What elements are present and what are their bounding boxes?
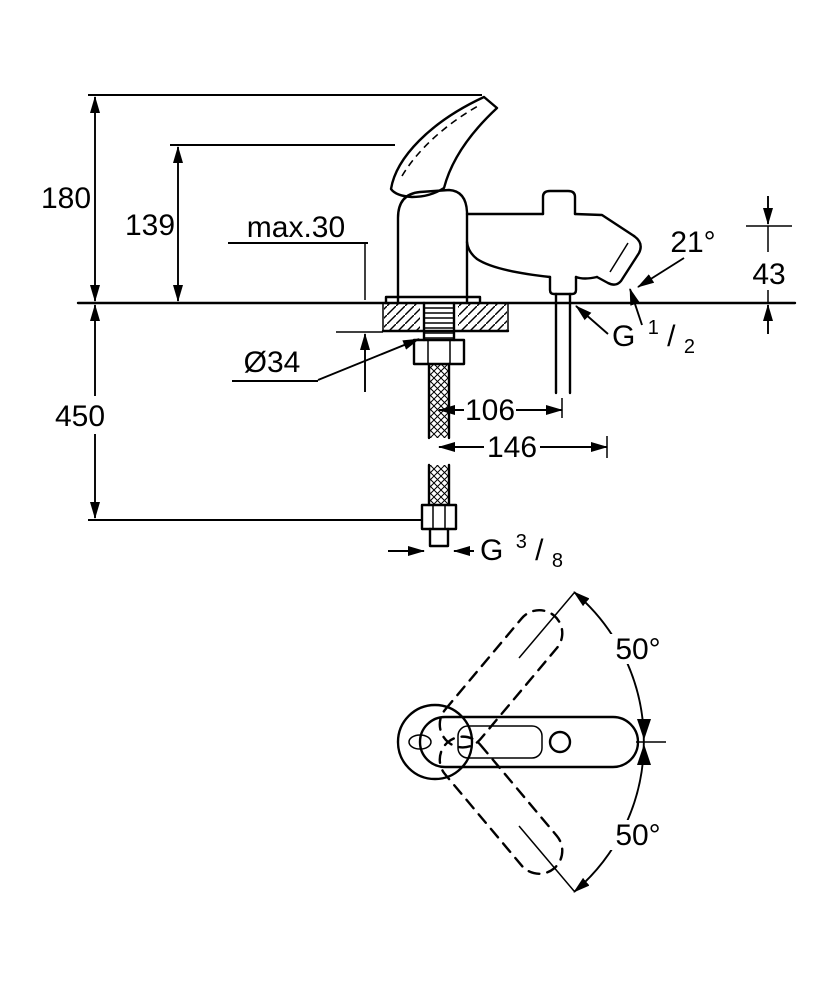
angle-21-label: 21° [670,226,715,259]
dim-106-label: 106 [465,394,515,427]
thread-spout-numerator: 1 [648,317,659,339]
handle-dashed-down [438,735,564,875]
swing-down-label: 50° [615,819,660,852]
brand-logo-oval [408,734,432,750]
handle-dashed-up [438,609,564,749]
deck-hatch-left [384,304,420,330]
deck-hatch-right [458,304,507,330]
thread-spout-denominator: 2 [684,336,695,358]
thread-supply-slash: / [535,534,544,567]
thread-spout-slash: / [667,320,676,353]
swing-arc-group: 50° 50° [518,591,670,893]
thread-supply-label: G 3 / 8 [480,522,563,572]
deck-cross-section [76,301,797,333]
mounting-nut [412,338,466,366]
handle-capsule [418,715,640,769]
dim-139: 139 [125,144,395,302]
hose-end-nut [420,503,458,531]
swing-up-label: 50° [615,633,660,666]
spout-top-edge [465,212,636,238]
handle-dot [548,730,572,754]
thread-spout-label: G 1 / 2 [612,308,695,358]
dim-450-label: 450 [55,400,105,433]
top-view: 50° 50° [396,591,670,893]
handle-position-up [438,609,564,749]
max30-label: max.30 [247,211,345,244]
dim-106: 106 [438,394,563,427]
hose-end-tube [428,527,450,548]
handle-inner-panel [457,725,543,759]
lever-handle [389,95,499,199]
hose-braid-lower [429,465,449,505]
dim-dia34: Ø34 [232,338,420,382]
dim-139-label: 139 [125,209,175,242]
dia-34-label: Ø34 [244,346,301,379]
dim-146: 146 [438,431,608,464]
faucet-side-profile [384,95,642,395]
handle-position-down [438,735,564,875]
mounting-shank [412,301,466,366]
side-view: 180 139 max.30 21° 43 [41,94,797,572]
dim-43: 43 [746,196,792,334]
label-g38: G 3 / 8 [388,522,563,572]
thread-supply-base: G [480,534,503,567]
aerator-tip [595,234,642,286]
diverter-knob [541,189,577,216]
dim-450: 450 [55,304,422,521]
thread-supply-numerator: 3 [516,531,527,553]
dim-146-label: 146 [487,431,537,464]
faucet-body [396,188,469,305]
handle-top-view-solid [396,703,640,781]
base-flange [384,295,482,305]
shower-outlet-stub [548,275,578,296]
aerator-inner-line [609,242,629,273]
thread-supply-denominator: 8 [552,550,563,572]
handle-body-circle [396,703,474,781]
dim-21deg: 21° [637,226,716,288]
hose-braid-upper [429,364,449,438]
arc-mid-arrow-lower [637,744,651,765]
spout-underside [465,240,599,280]
thread-spout-base: G [612,320,635,353]
dim-180-label: 180 [41,182,91,215]
dim-43-label: 43 [752,258,785,291]
supply-hose [420,362,458,548]
shank-threads [424,307,454,339]
label-g12: G 1 / 2 [575,288,695,358]
arc-mid-arrow-upper [637,719,651,740]
dim-180: 180 [41,94,482,302]
lever-hidden-edge [401,105,479,177]
dim-max30: max.30 [228,211,383,392]
